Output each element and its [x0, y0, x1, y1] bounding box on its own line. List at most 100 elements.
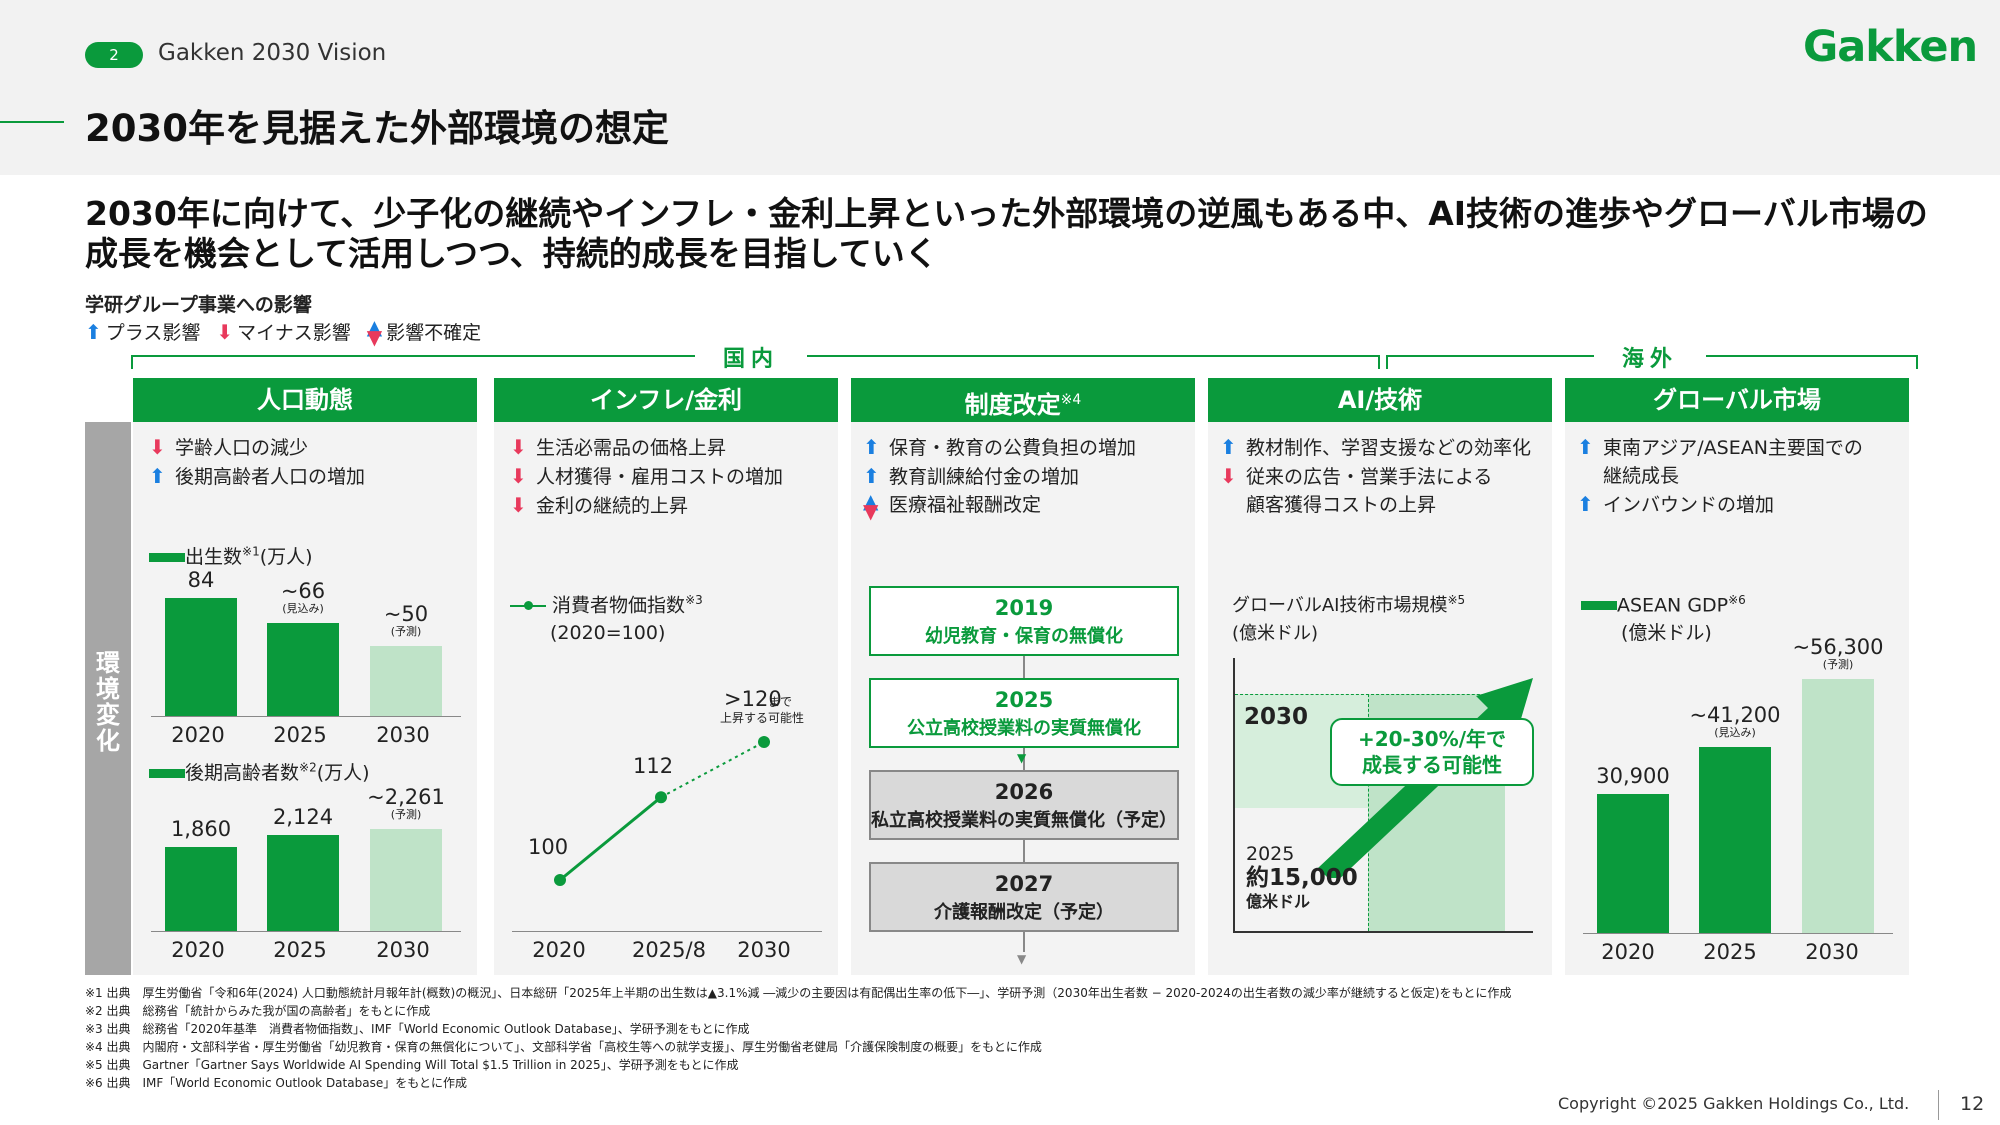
bar	[165, 598, 237, 716]
bar	[267, 835, 339, 931]
data-label: ~2,261(予測)	[367, 785, 445, 821]
ai-2030-line	[1235, 694, 1505, 695]
tick-label: 2030	[376, 723, 430, 747]
data-label: 1,860	[170, 817, 232, 841]
copyright: Copyright ©2025 Gakken Holdings Co., Ltd…	[1558, 1094, 1910, 1113]
bar	[1699, 747, 1771, 933]
list-item: ⬆東南アジア/ASEAN主要国での	[1577, 435, 1863, 459]
data-label: ~66(見込み)	[280, 579, 326, 615]
list-item: ⬇学齢人口の減少	[149, 435, 309, 459]
tick-label: 2030	[376, 938, 430, 962]
arrow-down-icon: ⬇	[510, 493, 527, 517]
title-accent-line	[0, 121, 64, 123]
impact-legend: ⬆プラス影響 ⬇マイナス影響 ▲▼影響不確定	[85, 314, 482, 349]
column-title: AI/技術	[1208, 378, 1552, 422]
data-label: ~56,300(予測)	[1792, 635, 1884, 671]
arrow-up-icon: ⬆	[863, 435, 880, 459]
tick-label: 2025	[273, 938, 327, 962]
cpi-chart-label: 消費者物価指数※3 (2020=100)	[510, 586, 703, 647]
data-label: 100	[528, 835, 568, 859]
ai-label-2030: 2030	[1244, 704, 1309, 730]
arrow-down-icon: ▼	[1017, 952, 1027, 966]
column-population: 人口動態 ⬇学齢人口の減少 ⬆後期高齢者人口の増加 出生数※1(万人) 2020…	[133, 378, 477, 975]
arrow-down-icon: ⬇	[510, 464, 527, 488]
bar	[1802, 679, 1874, 933]
arrow-up-icon: ⬆	[1577, 492, 1594, 516]
bullet-list: ⬇学齢人口の減少 ⬆後期高齢者人口の増加	[149, 433, 365, 491]
column-title: インフレ/金利	[494, 378, 838, 422]
gdp-chart-label: ASEAN GDP※6 (億米ドル)	[1581, 586, 1746, 647]
gdp-axis	[1583, 933, 1893, 934]
data-label: 30,900	[1596, 764, 1670, 788]
ai-2025-line	[1368, 694, 1369, 931]
legend-swatch	[1581, 601, 1617, 611]
tick-label: 2025/8	[632, 938, 706, 962]
tick-label: 2030	[737, 938, 791, 962]
elderly-axis	[151, 931, 461, 932]
legend-plus: ⬆プラス影響	[85, 319, 201, 345]
page-title: 2030年を見据えた外部環境の想定	[85, 107, 669, 150]
arrow-up-icon: ⬆	[1577, 435, 1594, 459]
cpi-point	[554, 874, 566, 886]
impact-title: 学研グループ事業への影響	[85, 294, 312, 316]
list-item: ⬆インバウンドの増加	[1577, 492, 1775, 516]
data-label: >120	[724, 687, 782, 711]
legend-minus: ⬇マイナス影響	[216, 319, 351, 345]
domestic-label: 国内	[695, 341, 808, 373]
overseas-label: 海外	[1594, 341, 1707, 373]
cpi-axis	[512, 931, 822, 932]
bar	[1597, 794, 1669, 933]
column-global: グローバル市場 ⬆東南アジア/ASEAN主要国での 継続成長 ⬆インバウンドの増…	[1565, 378, 1909, 975]
list-item: ⬆教材制作、学習支援などの効率化	[1220, 435, 1532, 459]
arrow-down-icon: ⬇	[510, 435, 527, 459]
column-policy: 制度改定※4 ⬆保育・教育の公費負担の増加 ⬆教育訓練給付金の増加 ▲▼医療福祉…	[851, 378, 1195, 975]
arrow-down-icon: ▼	[1017, 751, 1027, 765]
tick-label: 2020	[532, 938, 586, 962]
cpi-point	[758, 736, 770, 748]
bullet-list: ⬇生活必需品の価格上昇 ⬇人材獲得・雇用コストの増加 ⬇金利の継続的上昇	[510, 433, 783, 520]
arrow-updown-icon: ▲▼	[366, 314, 383, 349]
legend-uncertain: ▲▼影響不確定	[366, 314, 482, 349]
ai-2025-value: 2025 約15,000 億米ドル	[1246, 843, 1358, 911]
page-pill: 2	[85, 42, 143, 68]
bar	[267, 623, 339, 716]
births-axis	[151, 716, 461, 717]
tick-label: 2025	[273, 723, 327, 747]
list-item: ⬇人材獲得・雇用コストの増加	[510, 464, 784, 488]
arrow-up-icon: ⬆	[85, 319, 102, 344]
data-label: 112	[633, 754, 673, 778]
legend-swatch	[149, 553, 185, 562]
data-label: 84	[187, 568, 215, 592]
list-item: 継続成長	[1603, 465, 1680, 487]
arrow-up-icon: ⬆	[1220, 435, 1237, 459]
arrow-down-icon: ⬇	[216, 319, 234, 344]
cpi-series-line	[559, 796, 662, 882]
elderly-chart-label: 後期高齢者数※2(万人)	[149, 758, 370, 785]
list-item: ⬆後期高齢者人口の増加	[149, 464, 366, 488]
data-label: 上昇する可能性	[720, 711, 804, 725]
footnote: ※6 出典 IMF「World Economic Outlook Databas…	[85, 1076, 467, 1090]
list-item: ▲▼医療福祉報酬改定	[863, 488, 1042, 523]
data-label: ~41,200(見込み)	[1689, 703, 1781, 739]
legend-swatch	[149, 769, 185, 778]
market-label: グローバルAI技術市場規模※5 (億米ドル)	[1232, 593, 1466, 644]
legend-line-swatch	[510, 600, 546, 610]
bar	[370, 829, 442, 931]
list-item: ⬆教育訓練給付金の増加	[863, 464, 1080, 488]
tick-label: 2020	[1601, 940, 1655, 964]
column-ai: AI/技術 ⬆教材制作、学習支援などの効率化 ⬇従来の広告・営業手法による 顧客…	[1208, 378, 1552, 975]
column-inflation: インフレ/金利 ⬇生活必需品の価格上昇 ⬇人材獲得・雇用コストの増加 ⬇金利の継…	[494, 378, 838, 975]
bar	[370, 646, 442, 716]
bullet-list: ⬆東南アジア/ASEAN主要国での 継続成長 ⬆インバウンドの増加	[1577, 433, 1863, 519]
page-number: 12	[1960, 1093, 1985, 1115]
ai-y-axis	[1233, 658, 1235, 931]
tick-label: 2020	[171, 938, 225, 962]
arrow-down-icon: ⬇	[149, 435, 166, 459]
footnotes: ※1 出典 厚生労働省「令和6年(2024) 人口動態統計月報年計(概数)の概況…	[85, 984, 1511, 1092]
data-label: ~50(予測)	[383, 602, 429, 638]
